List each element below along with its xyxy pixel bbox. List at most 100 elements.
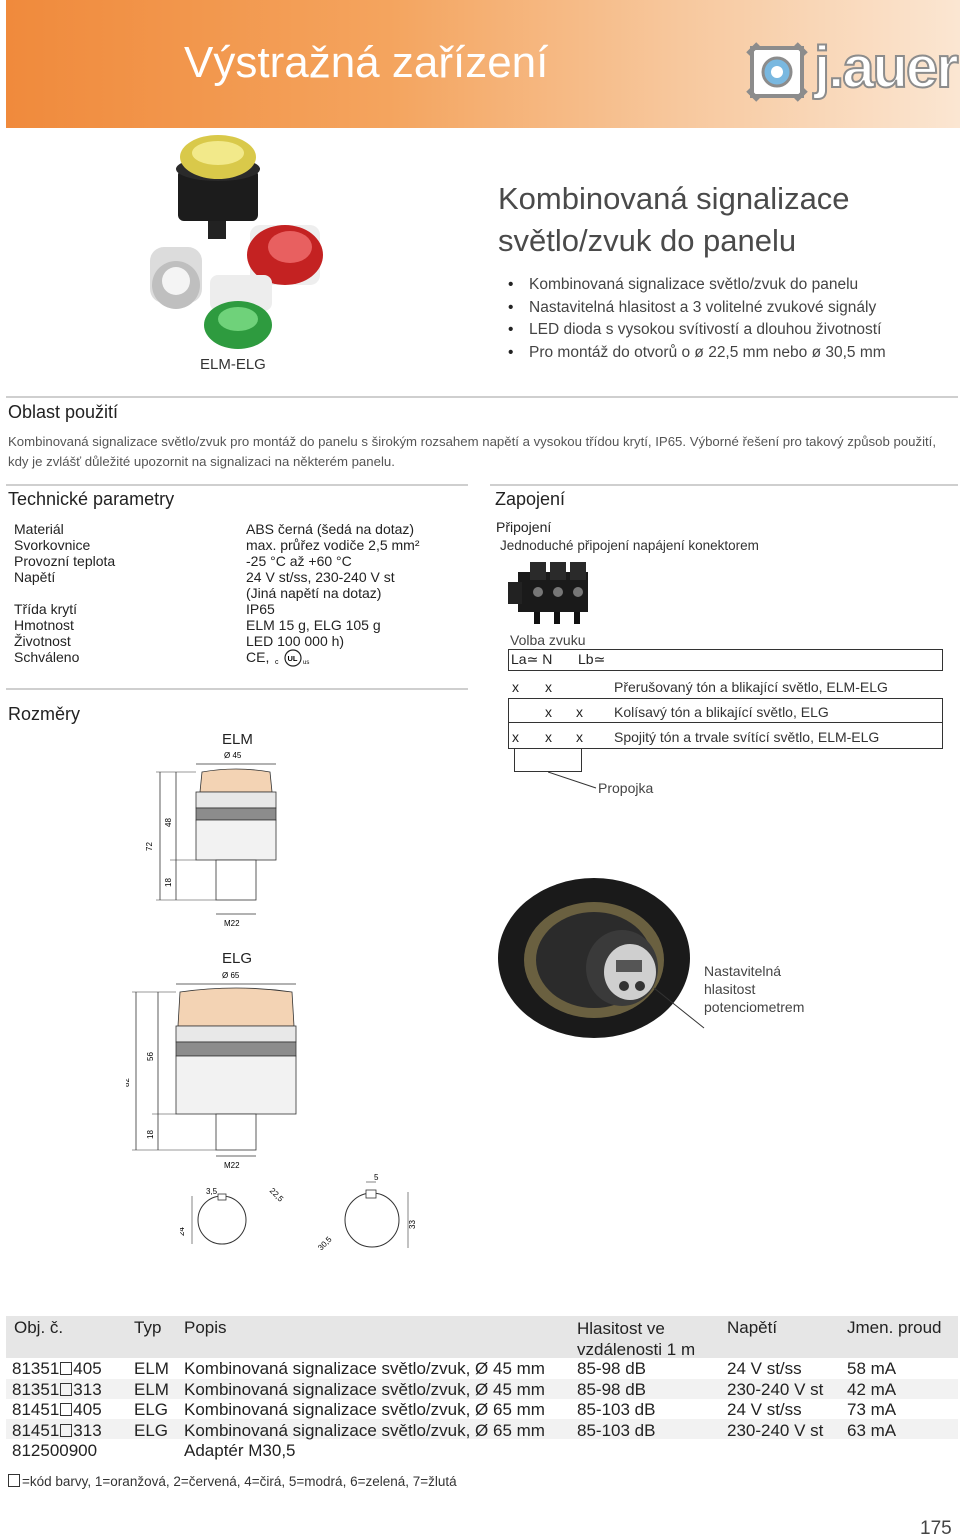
- elm-drawing-label: ELM: [222, 731, 253, 748]
- feature-item: Pro montáž do otvorů o ø 22,5 mm nebo ø …: [508, 342, 886, 365]
- spec-value: IP65: [246, 601, 275, 617]
- cutout-dim-d: 24: [180, 1227, 186, 1236]
- spec-label: Životnost: [14, 633, 71, 649]
- color-code-box: [60, 1383, 73, 1396]
- product-title-line2: světlo/zvuk do panelu: [498, 223, 797, 258]
- code-suffix: 405: [73, 1400, 102, 1419]
- table-cell-desc: Kombinovaná signalizace světlo/zvuk, Ø 6…: [184, 1400, 545, 1419]
- feature-list: Kombinovaná signalizace světlo/zvuk do p…: [508, 274, 886, 364]
- sound-mark: x: [576, 729, 583, 745]
- spec-labels: Materiál Svorkovnice Provozní teplota Na…: [14, 521, 115, 665]
- divider: [6, 688, 468, 690]
- col-header-order: Obj. č.: [14, 1318, 64, 1337]
- product-caption: ELM-ELG: [200, 356, 266, 373]
- code-prefix: 81351: [12, 1380, 60, 1399]
- col-header-type: Typ: [134, 1318, 162, 1337]
- elg-dim-top: 56: [146, 1052, 155, 1061]
- spec-label: Napětí: [14, 569, 56, 585]
- sound-mark: x: [512, 679, 519, 695]
- elg-drawing-label: ELG: [222, 950, 253, 967]
- specs-heading: Technické parametry: [8, 489, 175, 509]
- cutout-dim-b: 22,5: [268, 1186, 286, 1204]
- jumper-label: Propojka: [598, 780, 654, 796]
- spec-value: -25 °C až +60 °C: [246, 553, 352, 569]
- sound-mark: x: [576, 704, 583, 720]
- potentiometer-label-line: potenciometrem: [704, 999, 805, 1015]
- page-title: Výstražná zařízení: [184, 38, 549, 87]
- spec-label: Schváleno: [14, 649, 80, 665]
- potentiometer-label: Nastavitelná hlasitost potenciometrem: [704, 962, 804, 1016]
- feature-item: Kombinovaná signalizace světlo/zvuk do p…: [508, 274, 886, 297]
- table-header-row: [6, 1316, 958, 1358]
- spec-label: Hmotnost: [14, 617, 74, 633]
- spec-label: Třída krytí: [14, 601, 78, 617]
- table-cell-voltage: 24 V st/ss: [727, 1400, 802, 1419]
- table-cell-current: 73 mA: [847, 1400, 897, 1419]
- feature-item: Nastavitelná hlasitost a 3 volitelné zvu…: [508, 297, 886, 320]
- product-photo: [150, 135, 323, 349]
- approval-text: CE,: [246, 649, 270, 665]
- table-cell-desc: Adaptér M30,5: [184, 1441, 296, 1460]
- table-row-stripe: [6, 1379, 958, 1399]
- footnote-text: =kód barvy, 1=oranžová, 2=červená, 4=čir…: [22, 1474, 457, 1489]
- color-code-box: [60, 1424, 73, 1437]
- page-header: Výstražná zařízení j.auer: [6, 0, 960, 128]
- potentiometer-label-line: Nastavitelná: [704, 963, 782, 979]
- table-cell-loudness: 85-103 dB: [577, 1400, 656, 1419]
- spec-label: Materiál: [14, 521, 64, 537]
- table-cell-desc: Kombinovaná signalizace světlo/zvuk, Ø 4…: [184, 1380, 545, 1399]
- ul-mark-icon: c UL us: [275, 649, 310, 667]
- spec-value: LED 100 000 h): [246, 633, 345, 649]
- table-cell-code: 812500900: [12, 1441, 98, 1460]
- table-cell-type: ELM: [134, 1380, 169, 1399]
- jauer-logo: j.auer: [744, 34, 960, 104]
- usage-heading: Oblast použití: [8, 402, 119, 422]
- divider: [490, 484, 958, 486]
- sound-mark: x: [545, 679, 552, 695]
- elg-dim-total: 82: [126, 1078, 131, 1087]
- code-suffix: 313: [73, 1421, 102, 1440]
- page-number: 175: [920, 1518, 952, 1539]
- cutout-dim-a: 3,5: [206, 1187, 218, 1196]
- code-prefix: 81351: [12, 1359, 60, 1378]
- code-prefix: 81451: [12, 1421, 60, 1440]
- table-cell-type: ELG: [134, 1400, 169, 1419]
- table-cell-type: ELM: [134, 1359, 169, 1378]
- connection-description: Jednoduché připojení napájení konektorem: [500, 538, 759, 553]
- col-header-desc: Popis: [184, 1318, 227, 1337]
- table-row-stripe: [6, 1419, 958, 1439]
- sound-header-row: [508, 649, 943, 671]
- elm-dimension-drawing: Ø 45 72 48 18 M22: [145, 751, 277, 928]
- cutout-dim-c: 5: [374, 1173, 379, 1182]
- col-header-current: Jmen. proud: [847, 1318, 942, 1337]
- sound-mark: x: [545, 729, 552, 745]
- divider: [6, 396, 958, 398]
- ul-c: c: [275, 659, 279, 666]
- table-cell-loudness: 85-98 dB: [577, 1359, 646, 1378]
- ul-us: us: [303, 660, 309, 666]
- sound-selection-label: Volba zvuku: [510, 632, 586, 648]
- usage-text: Kombinovaná signalizace světlo/zvuk pro …: [8, 434, 936, 469]
- color-code-box: [60, 1362, 73, 1375]
- col-header-loudness: Hlasitost ve vzdálenosti 1 m: [577, 1319, 696, 1359]
- sound-option-row: [508, 698, 943, 723]
- sound-option-desc: Přerušovaný tón a blikající světlo, ELM-…: [614, 679, 888, 695]
- table-cell-desc: Kombinovaná signalizace světlo/zvuk, Ø 6…: [184, 1421, 545, 1440]
- col-la: La≃ N: [511, 651, 553, 667]
- cutout-dim-e: 30,5: [316, 1234, 334, 1252]
- table-cell-current: 42 mA: [847, 1380, 897, 1399]
- table-cell-desc: Kombinovaná signalizace světlo/zvuk, Ø 4…: [184, 1359, 545, 1378]
- spec-label: Provozní teplota: [14, 553, 116, 569]
- table-cell-loudness: 85-103 dB: [577, 1421, 656, 1440]
- spec-value: ELM 15 g, ELG 105 g: [246, 617, 381, 633]
- connection-heading: Zapojení: [495, 489, 566, 509]
- color-code-box: [60, 1403, 73, 1416]
- table-cell-type: ELG: [134, 1421, 169, 1440]
- product-title-line1: Kombinovaná signalizace: [498, 181, 850, 216]
- jumper-bracket: [514, 748, 582, 772]
- sound-mark: x: [512, 729, 519, 745]
- elg-dim-m22: M22: [224, 1161, 240, 1170]
